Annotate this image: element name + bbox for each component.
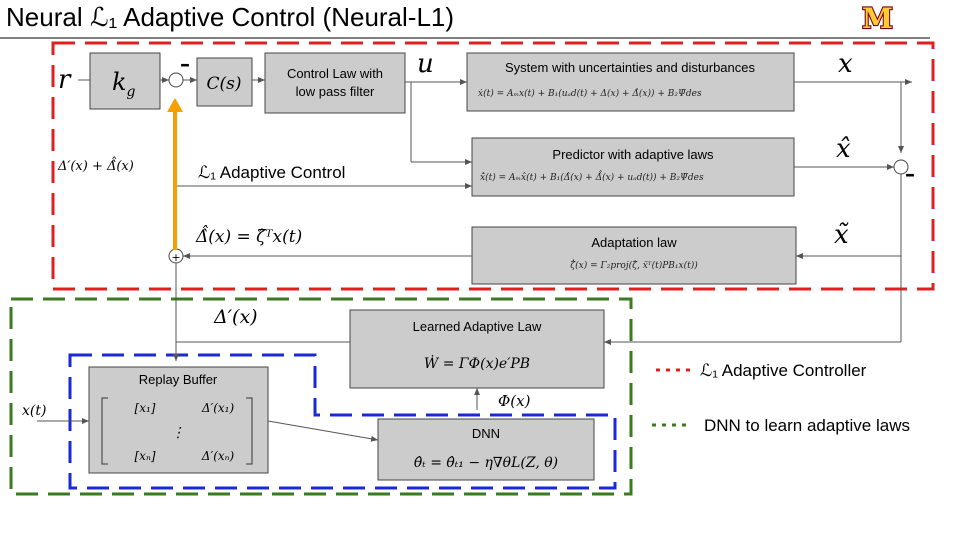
university-logo: M: [861, 1, 894, 36]
minus-sign-2: –: [905, 162, 915, 186]
dnn-block: [377, 418, 595, 481]
control-law-line-1: Control Law with: [287, 66, 383, 81]
xt-label: x(t): [22, 403, 46, 419]
delta-hat-equation: Δ̂̂(x) = ζ̂ᵀx(t): [195, 225, 302, 247]
dnn-region: [9, 297, 633, 496]
replay-buffer-block: [88, 366, 269, 474]
control-law-line-2: low pass filter: [296, 84, 375, 99]
legend-l1-label: ℒ₁ Adaptive Controller: [700, 361, 867, 380]
learned-title: Learned Adaptive Law: [413, 319, 542, 334]
signal-x-tilde: x̃: [834, 220, 849, 250]
replay-row-1-x: [x₁]: [135, 401, 156, 415]
dnn-title: DNN: [472, 426, 500, 441]
summing-junction-2: [893, 159, 909, 175]
signal-x-hat: x̂: [836, 134, 851, 164]
legend-dnn-label: DNN to learn adaptive laws: [704, 416, 910, 435]
plus-sign: +: [171, 251, 180, 264]
matrix-right-bracket: [246, 397, 253, 465]
phi-label: Φ(x): [498, 392, 531, 410]
l1-adaptive-control-label: ℒ₁ Adaptive Control: [198, 163, 345, 182]
delta-prime-label: Δ′(x): [213, 306, 258, 328]
logo-letter: M: [862, 2, 893, 35]
l1-controller-region: [51, 41, 935, 291]
adaptation-equation: ζ̂̇(x) = Γ₂proj(ζ̂, x̃ᵀ(t)PB₁x(t)): [570, 259, 698, 271]
delta-sum-label: Δ′(x) + Δ̂̂(x): [57, 156, 134, 174]
matrix-left-bracket: [101, 397, 108, 465]
system-equation: ẋ(t) = Aₘx(t) + B₁(uₐd(t) + Δ(x) + Δ̂(x)…: [478, 88, 702, 99]
page-title: Neural ℒ₁ Adaptive Control (Neural-L1): [6, 2, 454, 32]
dnn-equation: θ̂ₜ = θ̂ₜ₁ − η∇θL(Z, θ): [414, 455, 558, 471]
replay-row-n-delta: Δ′(xₙ): [201, 449, 235, 463]
system-title: System with uncertainties and disturbanc…: [505, 60, 756, 75]
kg-label: kg: [112, 68, 136, 100]
predictor-block: [471, 137, 795, 197]
minus-sign-1: –: [180, 52, 190, 76]
signal-x: x: [838, 49, 853, 79]
kg-block: [89, 52, 161, 110]
replay-row-1-delta: Δ′(x₁): [201, 401, 235, 415]
replay-row-n-x: [xₙ]: [135, 449, 156, 463]
signal-r: r: [58, 65, 72, 95]
signal-lines: [37, 77, 912, 442]
predictor-title: Predictor with adaptive laws: [552, 147, 714, 162]
control-law-block: [264, 52, 406, 114]
legend: ℒ₁ Adaptive Controller DNN to learn adap…: [652, 361, 910, 435]
replay-ellipsis: ⋮: [171, 425, 185, 441]
cs-label: C(s): [207, 74, 242, 94]
learned-adaptive-law-block: [349, 309, 605, 389]
signal-u: u: [417, 49, 434, 79]
replay-dnn-region: [68, 353, 617, 490]
predictor-equation: x̂̇(t) = Aₘx̂(t) + B₁(Δ̂(x) + Δ̂̂(x) + u…: [480, 170, 704, 183]
replay-title: Replay Buffer: [139, 372, 218, 387]
cs-block: [196, 57, 253, 107]
adaptation-title: Adaptation law: [591, 235, 677, 250]
system-block: [466, 52, 795, 112]
learned-equation: Ẇ = ΓΦ(x)e′PB: [424, 354, 530, 372]
